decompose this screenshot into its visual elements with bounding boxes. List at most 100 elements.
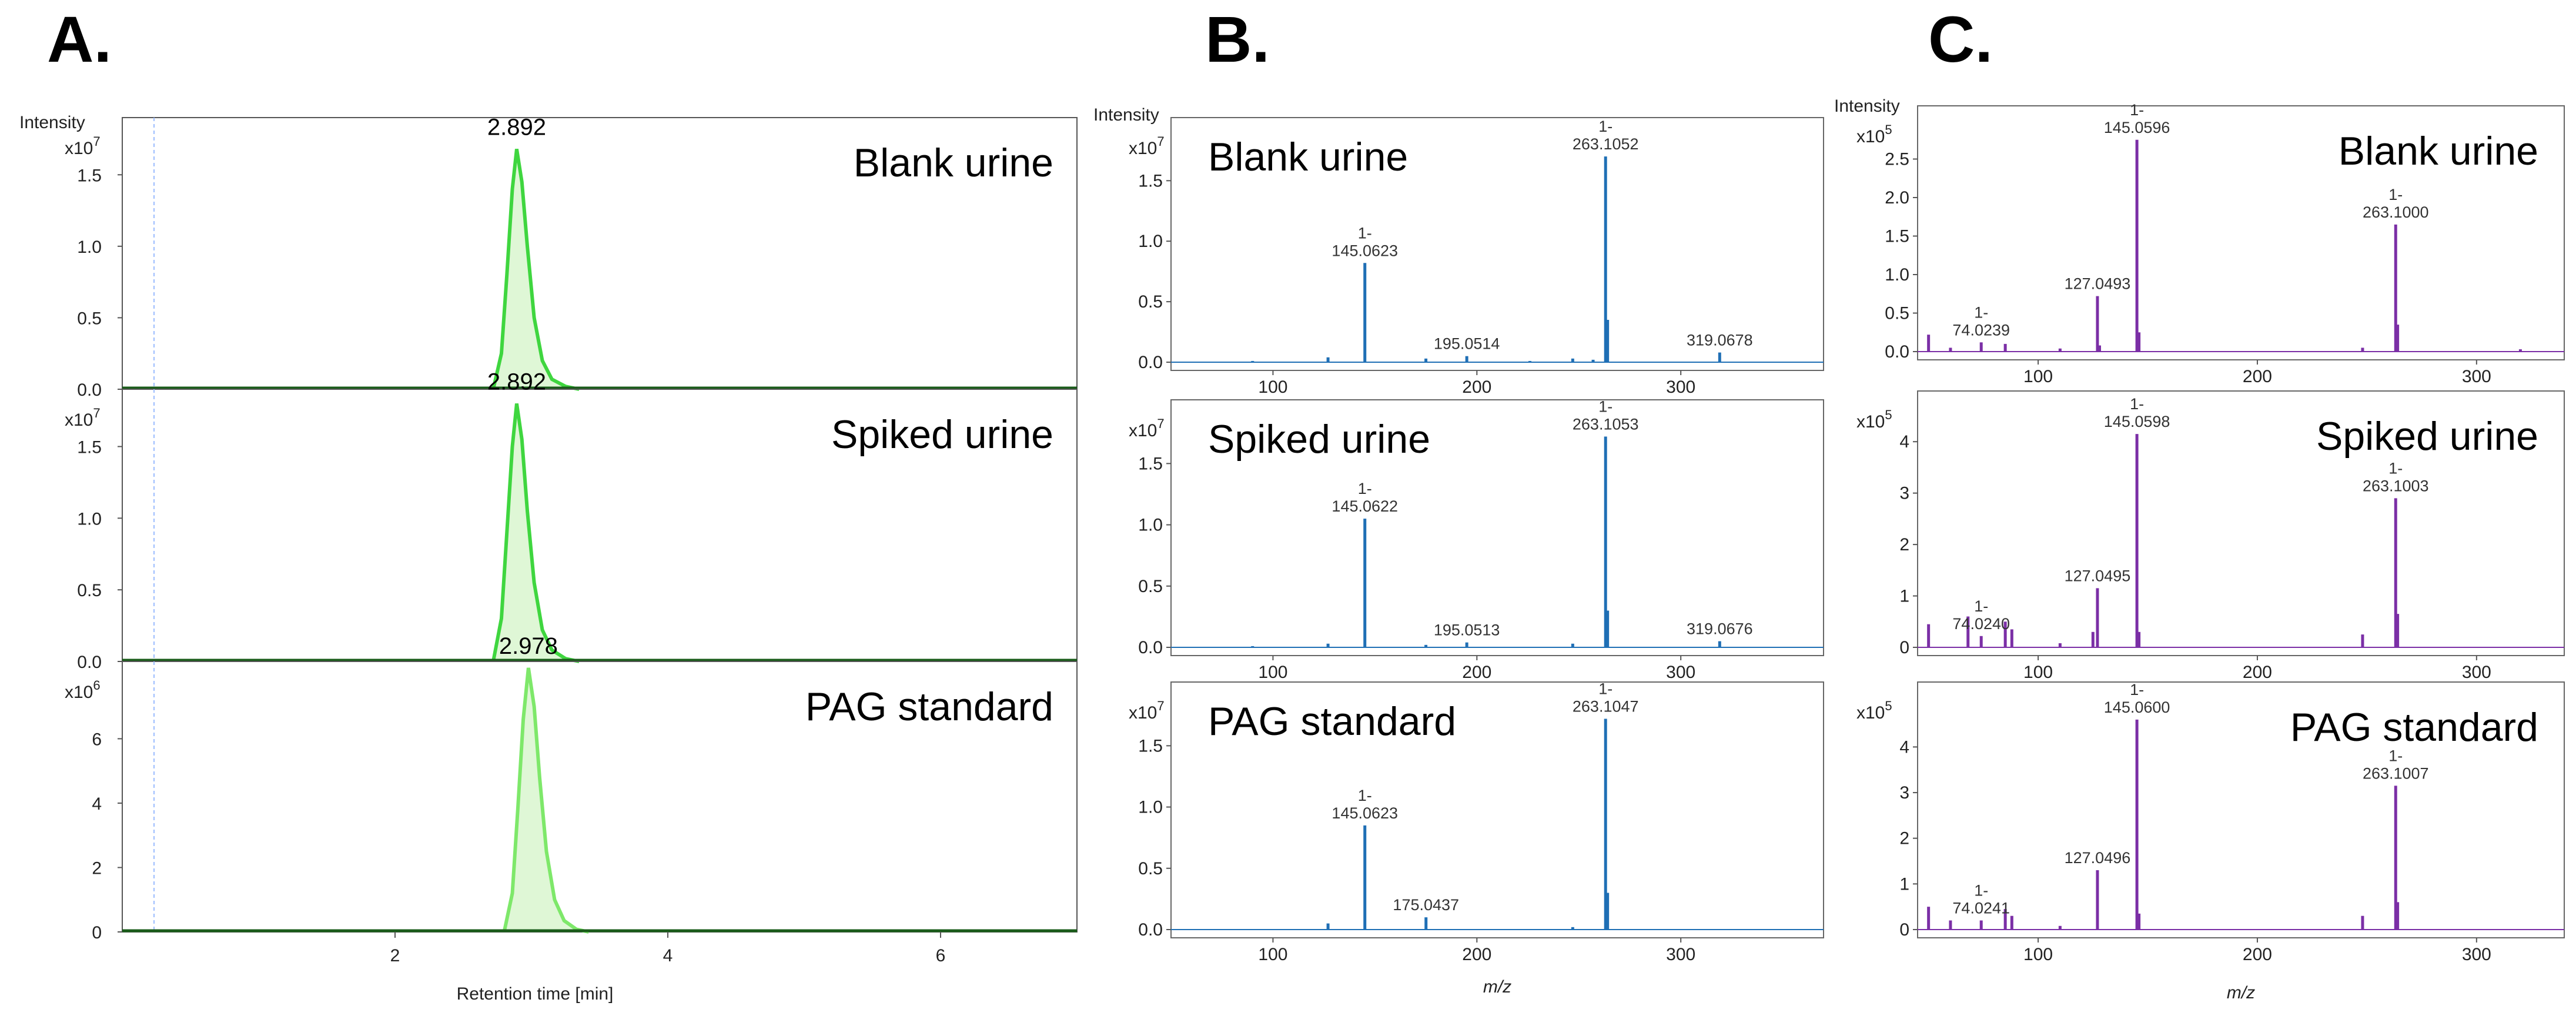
peak-label-prefix: 1- <box>2388 747 2403 764</box>
y-tick-label: 1.0 <box>1138 232 1163 251</box>
y-tick-label: 0.5 <box>77 581 102 600</box>
y-tick-label: 0.5 <box>1138 859 1163 878</box>
x-tick-label: 200 <box>2243 945 2272 964</box>
sample-name: Spiked urine <box>1208 417 1430 462</box>
peak-label-prefix: 1- <box>1598 680 1612 698</box>
y-tick-label: 0 <box>1899 920 1909 940</box>
y-tick-label: 1.5 <box>77 437 102 457</box>
x-tick-label: 200 <box>1462 377 1491 397</box>
x-tick-label: 200 <box>2243 663 2272 682</box>
y-tick-label: 2 <box>1899 829 1909 848</box>
y-exponent-power: 5 <box>1885 122 1892 137</box>
y-tick-label: 4 <box>1899 432 1909 452</box>
chromatogram-peak-line <box>502 667 590 934</box>
y-exponent-label: x107 <box>1129 698 1165 723</box>
peak-mz-label: 74.0239 <box>1952 321 2010 339</box>
peak-label-prefix: 1- <box>2388 459 2403 477</box>
peak-mz-label: 74.0240 <box>1952 615 2010 633</box>
peak-mz-label: 74.0241 <box>1952 899 2010 917</box>
peak-label-prefix: 1- <box>1598 398 1612 416</box>
peak-mz-label: 263.1047 <box>1573 698 1639 716</box>
y-tick-label: 1 <box>1899 587 1909 606</box>
peak-mz-label: 145.0623 <box>1332 804 1398 822</box>
y-tick-label: 0 <box>92 923 102 943</box>
y-tick-label: 1.0 <box>1138 798 1163 817</box>
y-tick-label: 0.5 <box>1138 292 1163 312</box>
chromatogram-peak-line <box>491 403 580 663</box>
y-exponent-label: x105 <box>1856 407 1892 432</box>
sample-name: Blank urine <box>2339 129 2538 173</box>
x-tick-label: 200 <box>1462 945 1491 964</box>
y-tick-label: 0.5 <box>1885 304 1909 323</box>
y-tick-label: 4 <box>92 794 102 814</box>
y-exponent-label: x107 <box>65 406 101 430</box>
plot-frame <box>1170 117 1824 371</box>
y-tick-label: 1 <box>1899 874 1909 894</box>
y-tick-label: 2.0 <box>1885 188 1909 208</box>
x-tick-label: 300 <box>2462 367 2491 386</box>
plot-frame <box>1917 105 2565 360</box>
peak-label-prefix: 1- <box>1974 881 1988 899</box>
retention-time-label: 2.892 <box>487 114 546 140</box>
peak-fill <box>504 667 589 932</box>
peak-label-prefix: 1- <box>2130 395 2144 413</box>
peak-mz-label: 263.1003 <box>2363 477 2429 494</box>
peak-mz-label: 319.0678 <box>1687 332 1753 349</box>
peak-label-prefix: 1- <box>1358 224 1372 242</box>
peak-mz-label: 175.0437 <box>1393 896 1459 914</box>
y-exponent-label: x107 <box>65 134 101 158</box>
x-tick-label: 300 <box>1666 663 1695 682</box>
peak-label-prefix: 1- <box>1598 118 1612 135</box>
peak-label-prefix: 1- <box>2388 186 2403 203</box>
sample-name: Blank urine <box>1208 135 1408 179</box>
y-tick-label: 0.5 <box>77 309 102 328</box>
peak-fill <box>493 149 580 389</box>
x-tick-label: 100 <box>2023 945 2053 964</box>
y-exponent-power: 7 <box>1157 698 1164 713</box>
panel-letter-c: C. <box>1928 4 1993 76</box>
y-tick-label: 3 <box>1899 783 1909 803</box>
peak-mz-label: 195.0513 <box>1434 621 1500 639</box>
y-exponent-power: 7 <box>93 134 100 149</box>
y-tick-label: 0.0 <box>1138 920 1163 940</box>
peak-label-prefix: 1- <box>1974 597 1988 615</box>
y-tick-label: 0.0 <box>1138 638 1163 657</box>
peak-label-prefix: 1- <box>1358 480 1372 497</box>
peak-mz-label: 263.1052 <box>1573 135 1639 153</box>
peak-mz-label: 127.0493 <box>2065 275 2131 293</box>
y-tick-label: 2 <box>92 858 102 878</box>
peak-mz-label: 263.1000 <box>2363 203 2429 221</box>
plot-frame <box>1917 681 2565 938</box>
y-exponent-label: x105 <box>1856 698 1892 723</box>
plot-frame <box>1170 681 1824 938</box>
plot-frame <box>1917 390 2565 656</box>
peak-mz-label: 319.0676 <box>1687 620 1753 638</box>
x-tick-label: 100 <box>2023 663 2053 682</box>
chart-a-x-tick-label: 4 <box>663 946 673 965</box>
x-tick-label: 300 <box>1666 945 1695 964</box>
peak-mz-label: 145.0600 <box>2104 698 2170 716</box>
peak-mz-label: 145.0598 <box>2104 413 2170 430</box>
retention-time-label: 2.978 <box>499 633 558 659</box>
chart-a-x-tick-label: 6 <box>936 946 946 965</box>
peak-label-prefix: 1- <box>2130 101 2144 119</box>
sample-name: Blank urine <box>854 141 1053 185</box>
peak-mz-label: 145.0596 <box>2104 119 2170 136</box>
x-tick-label: 300 <box>2462 945 2491 964</box>
panel-letter-a: A. <box>47 4 112 76</box>
peak-label-prefix: 1- <box>1974 303 1988 321</box>
y-tick-label: 2.5 <box>1885 150 1909 169</box>
peak-mz-label: 263.1007 <box>2363 764 2429 782</box>
y-exponent-power: 7 <box>1157 416 1164 431</box>
x-tick-label: 200 <box>1462 663 1491 682</box>
y-tick-label: 1.0 <box>1138 516 1163 535</box>
peak-mz-label: 127.0496 <box>2065 849 2131 867</box>
sample-name: Spiked urine <box>2316 414 2538 459</box>
x-tick-label: 100 <box>1258 377 1287 397</box>
sample-name: PAG standard <box>2290 705 2538 750</box>
